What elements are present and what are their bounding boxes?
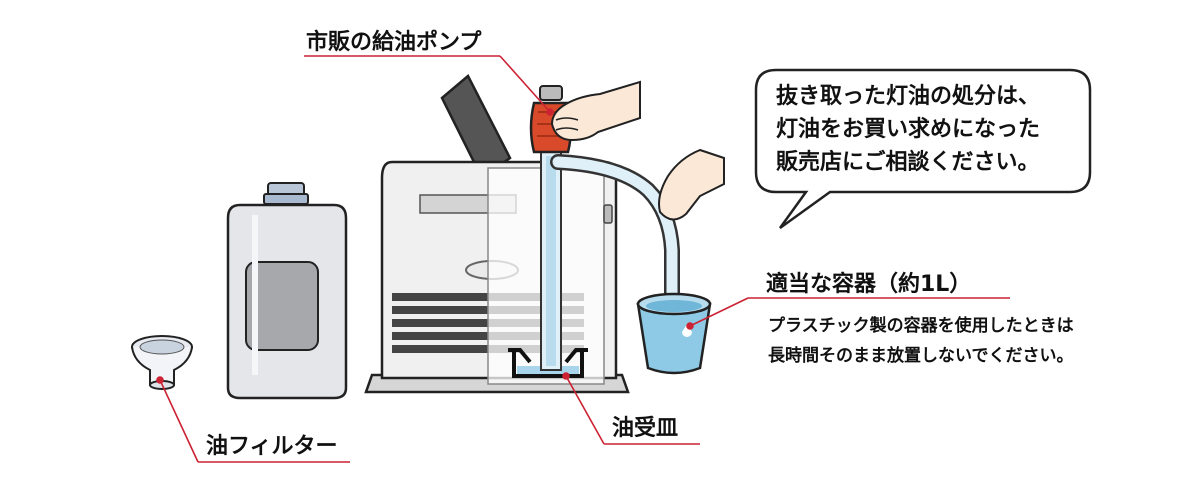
filter-label: 油フィルター [206, 434, 338, 459]
container-note-line1: プラスチック製の容器を使用したときは [768, 316, 1074, 336]
speech-bubble-icon [754, 68, 1092, 230]
oil-tank-icon [226, 182, 348, 400]
pump-label: 市販の給油ポンプ [306, 30, 482, 55]
container-note-line2: 長時間そのまま放置しないでください。 [768, 346, 1074, 366]
bubble-line3: 販売店にご相談ください。 [776, 150, 1040, 175]
hand-icon [550, 80, 725, 221]
leader-lines [156, 55, 1010, 463]
hand-pump-icon [529, 85, 680, 371]
tray-label: 油受皿 [612, 416, 679, 441]
bubble-line2: 灯油をお買い求めになった [776, 117, 1041, 142]
bucket-icon [636, 292, 712, 375]
container-label: 適当な容器（約1L） [766, 272, 972, 297]
bubble-line1: 抜き取った灯油の処分は、 [776, 84, 1041, 109]
